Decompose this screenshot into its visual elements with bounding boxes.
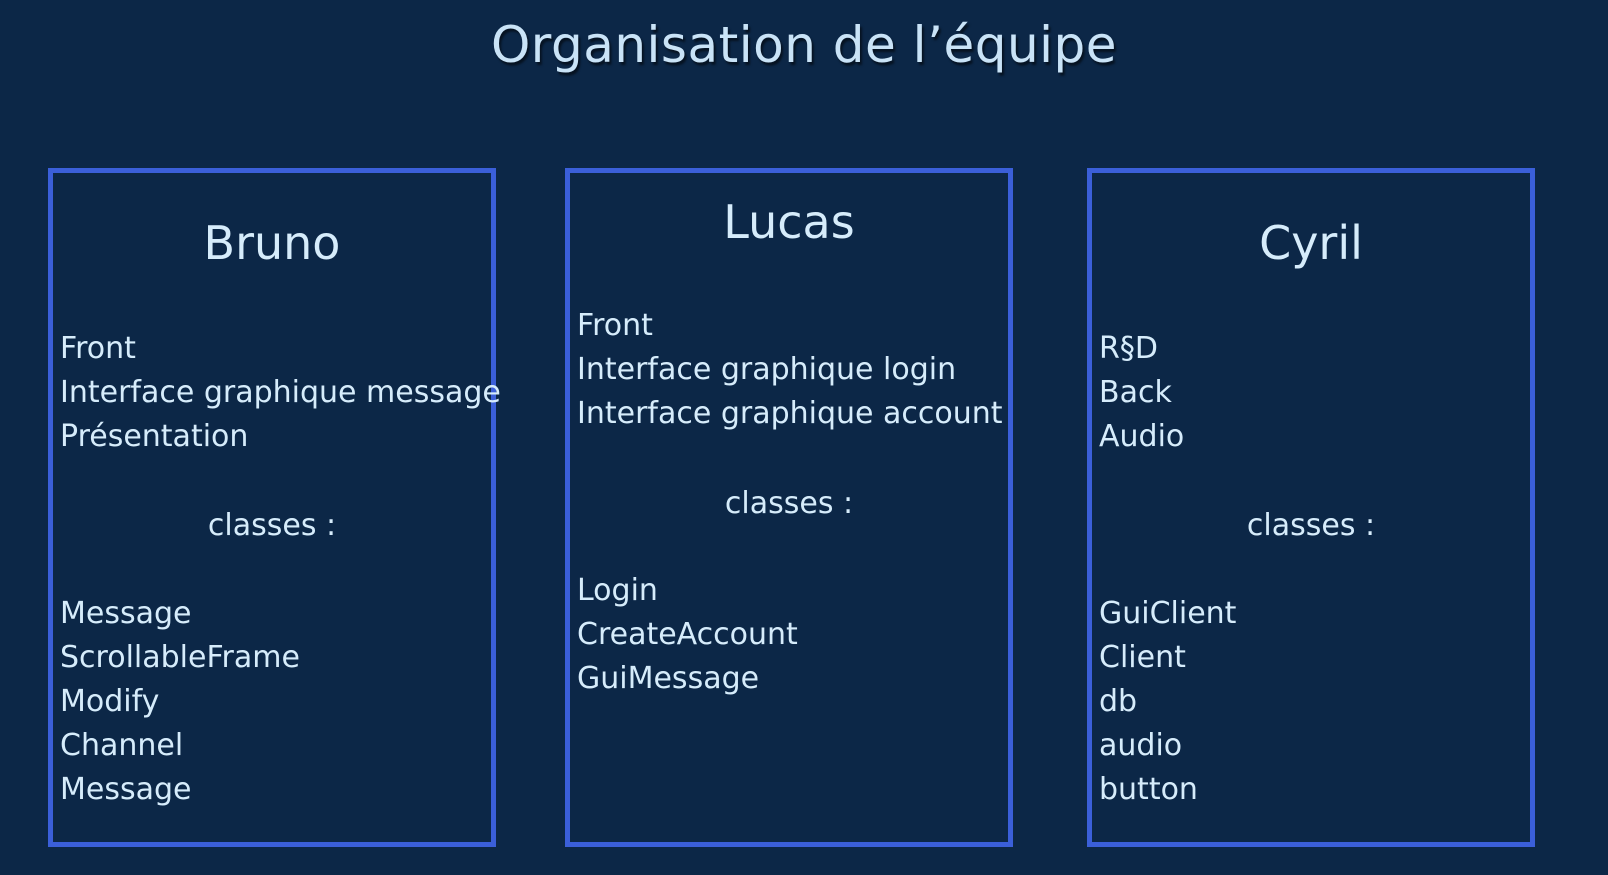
member-card-cyril: Cyril R§D Back Audio classes : GuiClient…: [1087, 168, 1535, 847]
class-item: CreateAccount: [577, 617, 798, 652]
member-card-bruno: Bruno Front Interface graphique message …: [48, 168, 501, 847]
class-item: Message: [60, 596, 192, 631]
member-card-lucas: Lucas Front Interface graphique login In…: [565, 168, 1013, 847]
role-item: Interface graphique message: [60, 375, 501, 410]
class-item: Modify: [60, 684, 160, 719]
classes-heading: classes :: [207, 508, 337, 543]
role-item: Back: [1099, 375, 1172, 410]
class-list: GuiClient Client db audio button: [1099, 592, 1236, 812]
class-list: Login CreateAccount GuiMessage: [577, 569, 798, 701]
member-name: Cyril: [1259, 216, 1363, 270]
member-name: Bruno: [203, 216, 341, 270]
role-list: R§D Back Audio: [1099, 327, 1184, 459]
classes-heading: classes :: [1246, 508, 1376, 543]
role-item: Présentation: [60, 419, 249, 454]
class-item: GuiClient: [1099, 596, 1237, 631]
class-item: Channel: [60, 728, 184, 763]
role-item: Audio: [1099, 419, 1185, 454]
role-item: Interface graphique account: [577, 396, 1003, 431]
role-list: Front Interface graphique message Présen…: [60, 327, 501, 459]
role-item: R§D: [1099, 331, 1158, 366]
class-list: Message ScrollableFrame Modify Channel M…: [60, 592, 300, 812]
class-item: db: [1099, 684, 1138, 719]
role-item: Front: [60, 331, 136, 366]
class-item: GuiMessage: [577, 661, 760, 696]
class-item: audio: [1099, 728, 1183, 763]
member-name: Lucas: [723, 195, 855, 249]
class-item: button: [1099, 772, 1198, 807]
page-title: Organisation de l’équipe: [490, 16, 1118, 74]
class-item: Login: [577, 573, 658, 608]
class-item: Message: [60, 772, 192, 807]
class-item: ScrollableFrame: [60, 640, 300, 675]
class-item: Client: [1099, 640, 1186, 675]
role-item: Interface graphique login: [577, 352, 957, 387]
role-list: Front Interface graphique login Interfac…: [577, 304, 1003, 436]
classes-heading: classes :: [724, 486, 854, 521]
role-item: Front: [577, 308, 653, 343]
